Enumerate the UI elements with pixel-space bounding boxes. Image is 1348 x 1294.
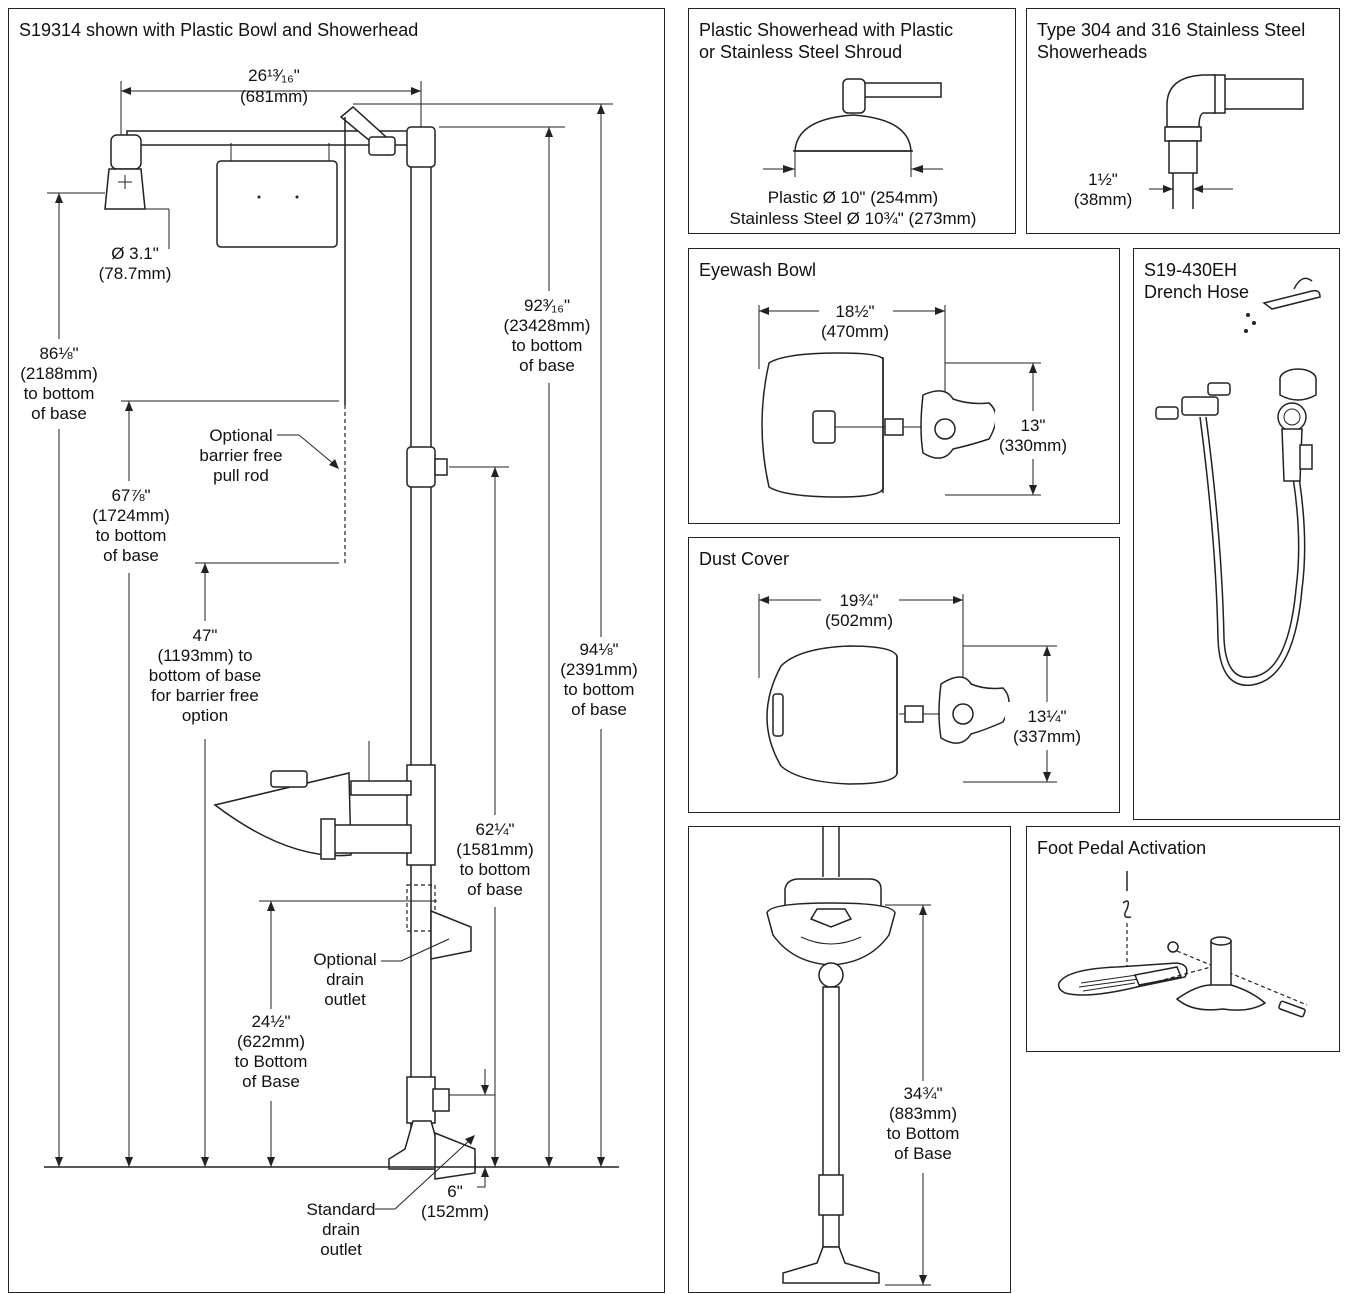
hose-tee-fitting [1181,396,1219,416]
dust-cover-panel: Dust Cover 19¾"(502mm) 13¼"(337mm) [688,537,1120,813]
drench-hose-svg [1155,277,1321,686]
eyewash-bowl-svg: 18½"(470mm) 13"(330mm) [758,297,1073,498]
plastic-showerhead-title: Plastic Showerhead with Plastic or Stain… [699,20,954,62]
shower-elbow [110,134,142,170]
steel-showerhead-dims: 1½"(38mm) [1074,170,1133,209]
plastic-showerhead-svg: Plastic Ø 10" (254mm)Stainless Steel Ø 1… [730,78,977,228]
dust-cover-depth: 13¼"(337mm) [1013,707,1081,746]
pedestal-bowl [766,902,896,966]
foot-pedal-title: Foot Pedal Activation [1037,838,1207,858]
steel-showerheads-title: Type 304 and 316 Stainless Steel Showerh… [1037,20,1306,62]
foot-pedal-svg [1057,871,1308,1018]
eyewash-bowl-depth: 13"(330mm) [999,416,1067,455]
dust-cover-valve [938,676,1010,744]
hose-bracket [1262,289,1321,310]
eyewash-bowl-width: 18½"(470mm) [821,302,889,341]
dim-height-6: 6"(152mm) [421,1182,489,1221]
drench-spray-head [1277,402,1307,432]
eyewash-valve [920,390,997,459]
main-drawing-svg: 26¹³⁄₁₆"(681mm) [20,66,645,1259]
pedestal-base [782,1246,880,1284]
main-drawing-panel: S19314 shown with Plastic Bowl and Showe… [8,8,665,1293]
drench-hose-panel: S19-430EH Drench Hose [1133,248,1340,820]
dust-cover-width: 19¾"(502mm) [825,591,893,630]
main-panel-title: S19314 shown with Plastic Bowl and Showe… [19,20,419,40]
eyewash-bowl-side [213,772,352,857]
dim-arm-width: 26¹³⁄₁₆"(681mm) [240,66,308,106]
steel-showerheads-panel: Type 304 and 316 Stainless Steel Showerh… [1026,8,1340,234]
foot-pedal-panel: Foot Pedal Activation [1026,826,1340,1052]
dust-cover-svg: 19¾"(502mm) 13¼"(337mm) [758,588,1089,785]
plastic-showerhead-panel: Plastic Showerhead with Plastic or Stain… [688,8,1016,234]
dust-cover-shape [766,645,898,785]
plastic-showerhead-dims: Plastic Ø 10" (254mm)Stainless Steel Ø 1… [730,188,977,228]
eyewash-bowl-panel: Eyewash Bowl 18½"(470mm) 13"(330mm) [688,248,1120,524]
steel-elbow [1166,74,1216,128]
foot-pedal-post [1210,940,1232,988]
foot-pedal-base [1175,984,1267,1011]
optional-drain-cone [430,909,472,960]
eyewash-bowl-title: Eyewash Bowl [699,260,817,280]
drench-hose-title: S19-430EH Drench Hose [1144,260,1250,302]
dim-showerhead-dia: Ø 3.1"(78.7mm) [99,244,172,283]
emergency-sign [216,160,338,248]
steel-showerheads-svg: 1½"(38mm) [1074,74,1304,209]
plastic-showerhead-shape [794,114,912,152]
dust-cover-title: Dust Cover [699,549,790,569]
main-vertical-pipe [410,134,432,1170]
drench-hose [1199,416,1306,686]
